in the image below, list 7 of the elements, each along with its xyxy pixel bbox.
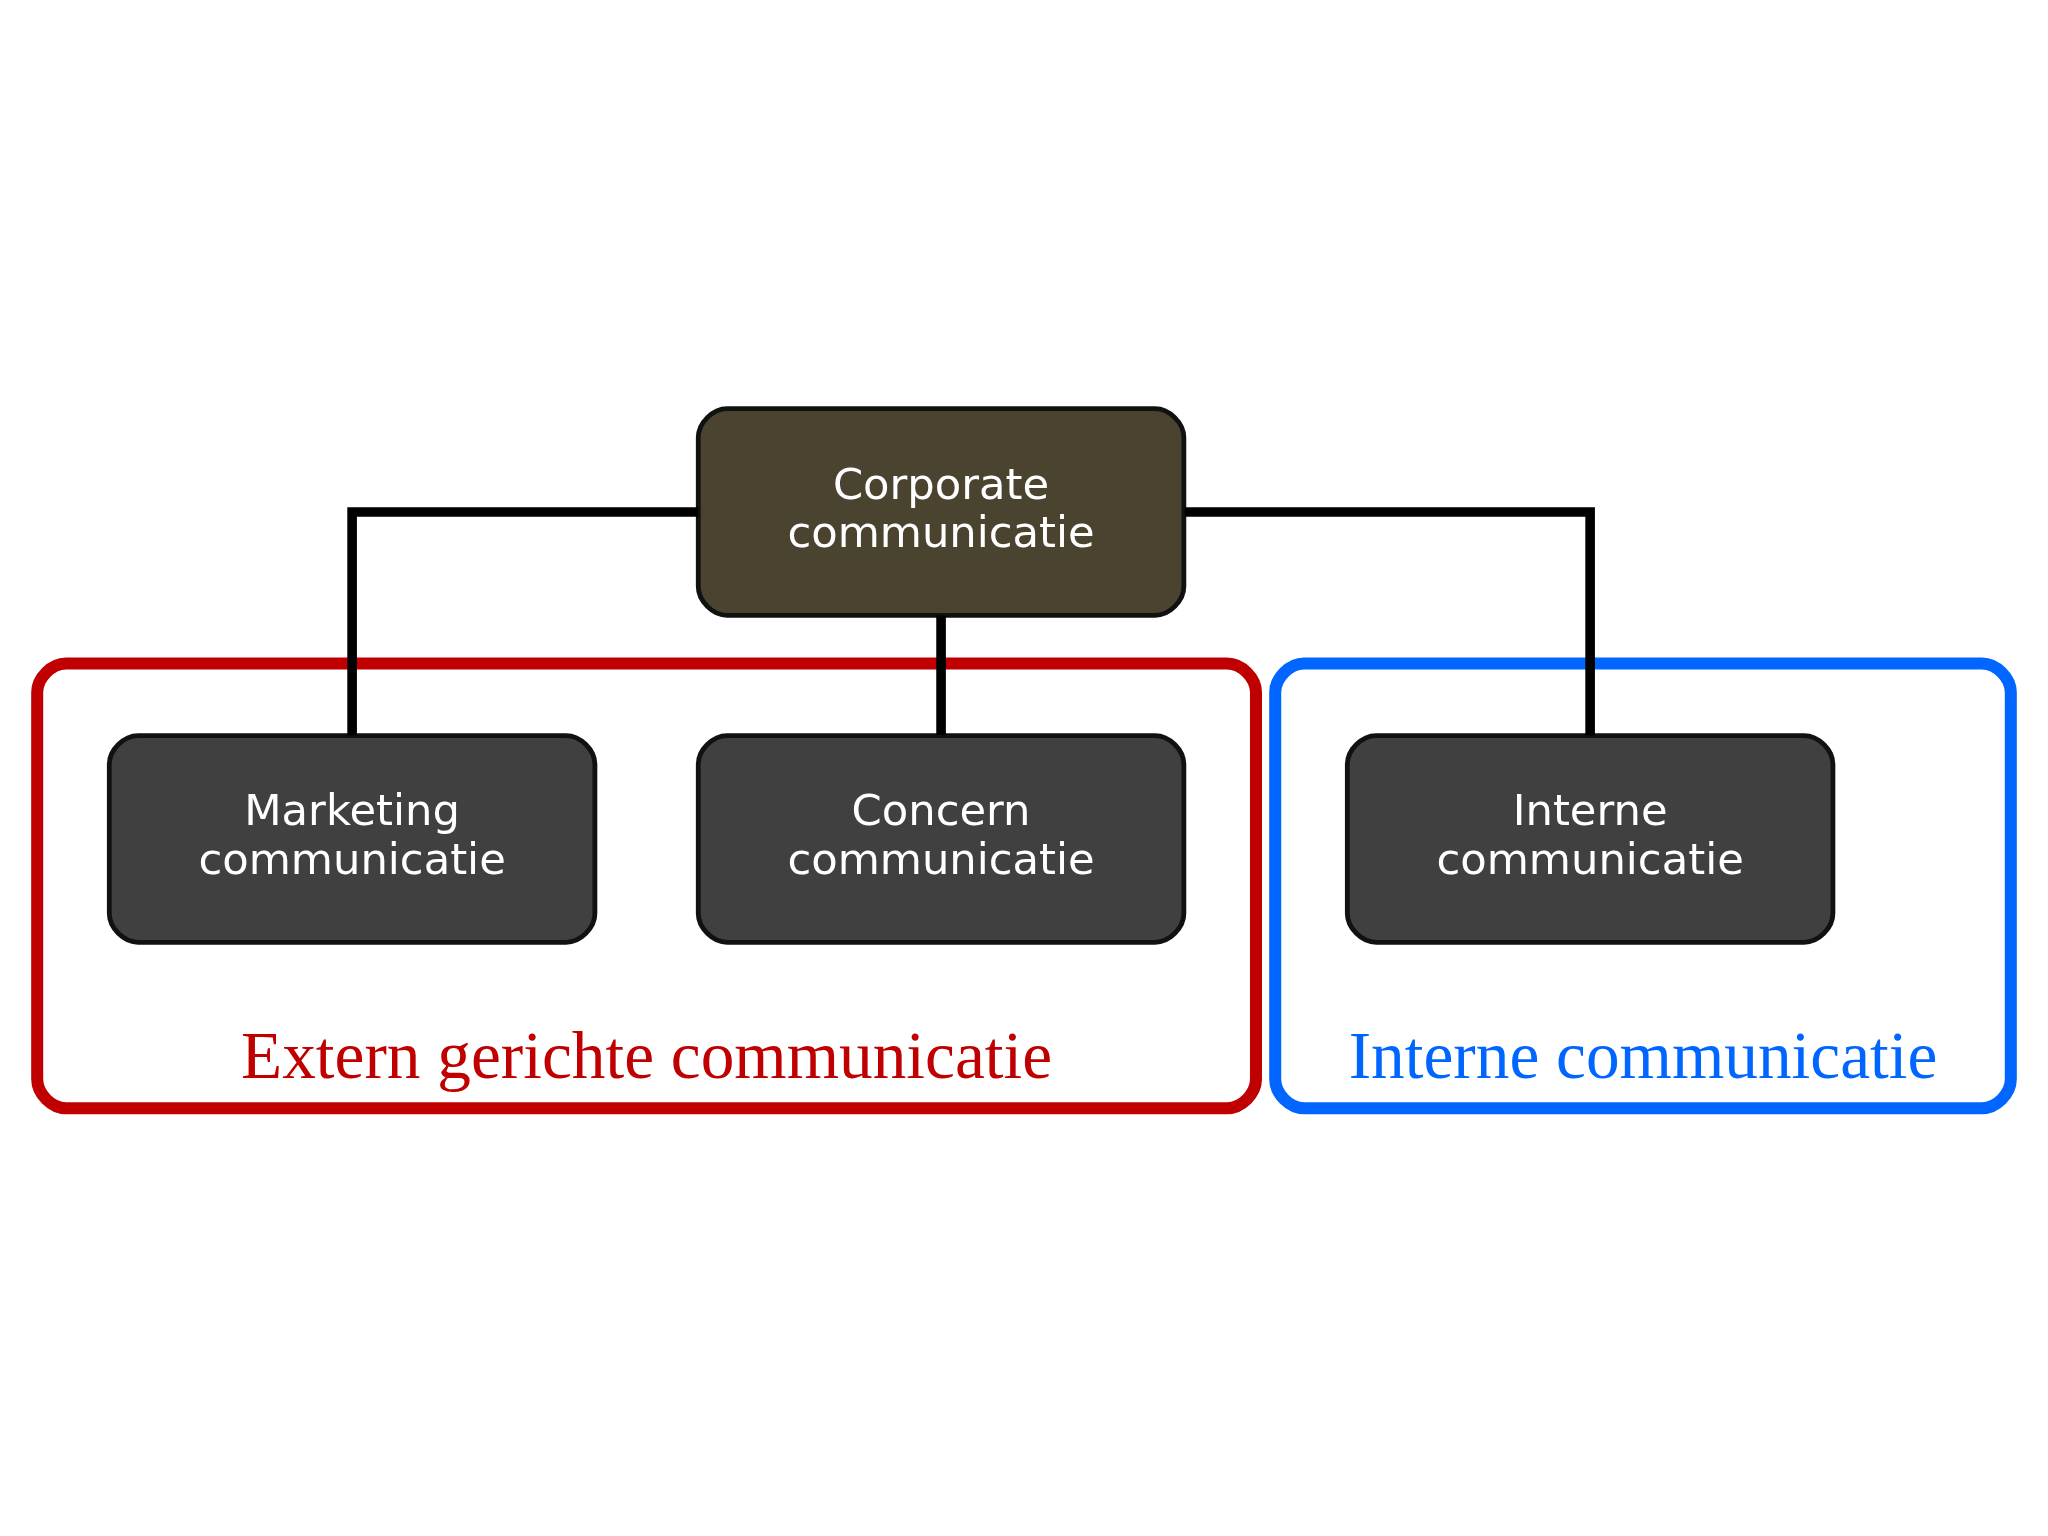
node-box: Marketing communicatie [106, 733, 598, 945]
node-box: Interne communicatie [1344, 733, 1836, 945]
connector [936, 615, 946, 735]
connector [347, 507, 699, 736]
node-box: Corporate communicatie [695, 406, 1187, 618]
node-box: Concern communicatie [695, 733, 1187, 945]
connector [1184, 507, 1595, 736]
